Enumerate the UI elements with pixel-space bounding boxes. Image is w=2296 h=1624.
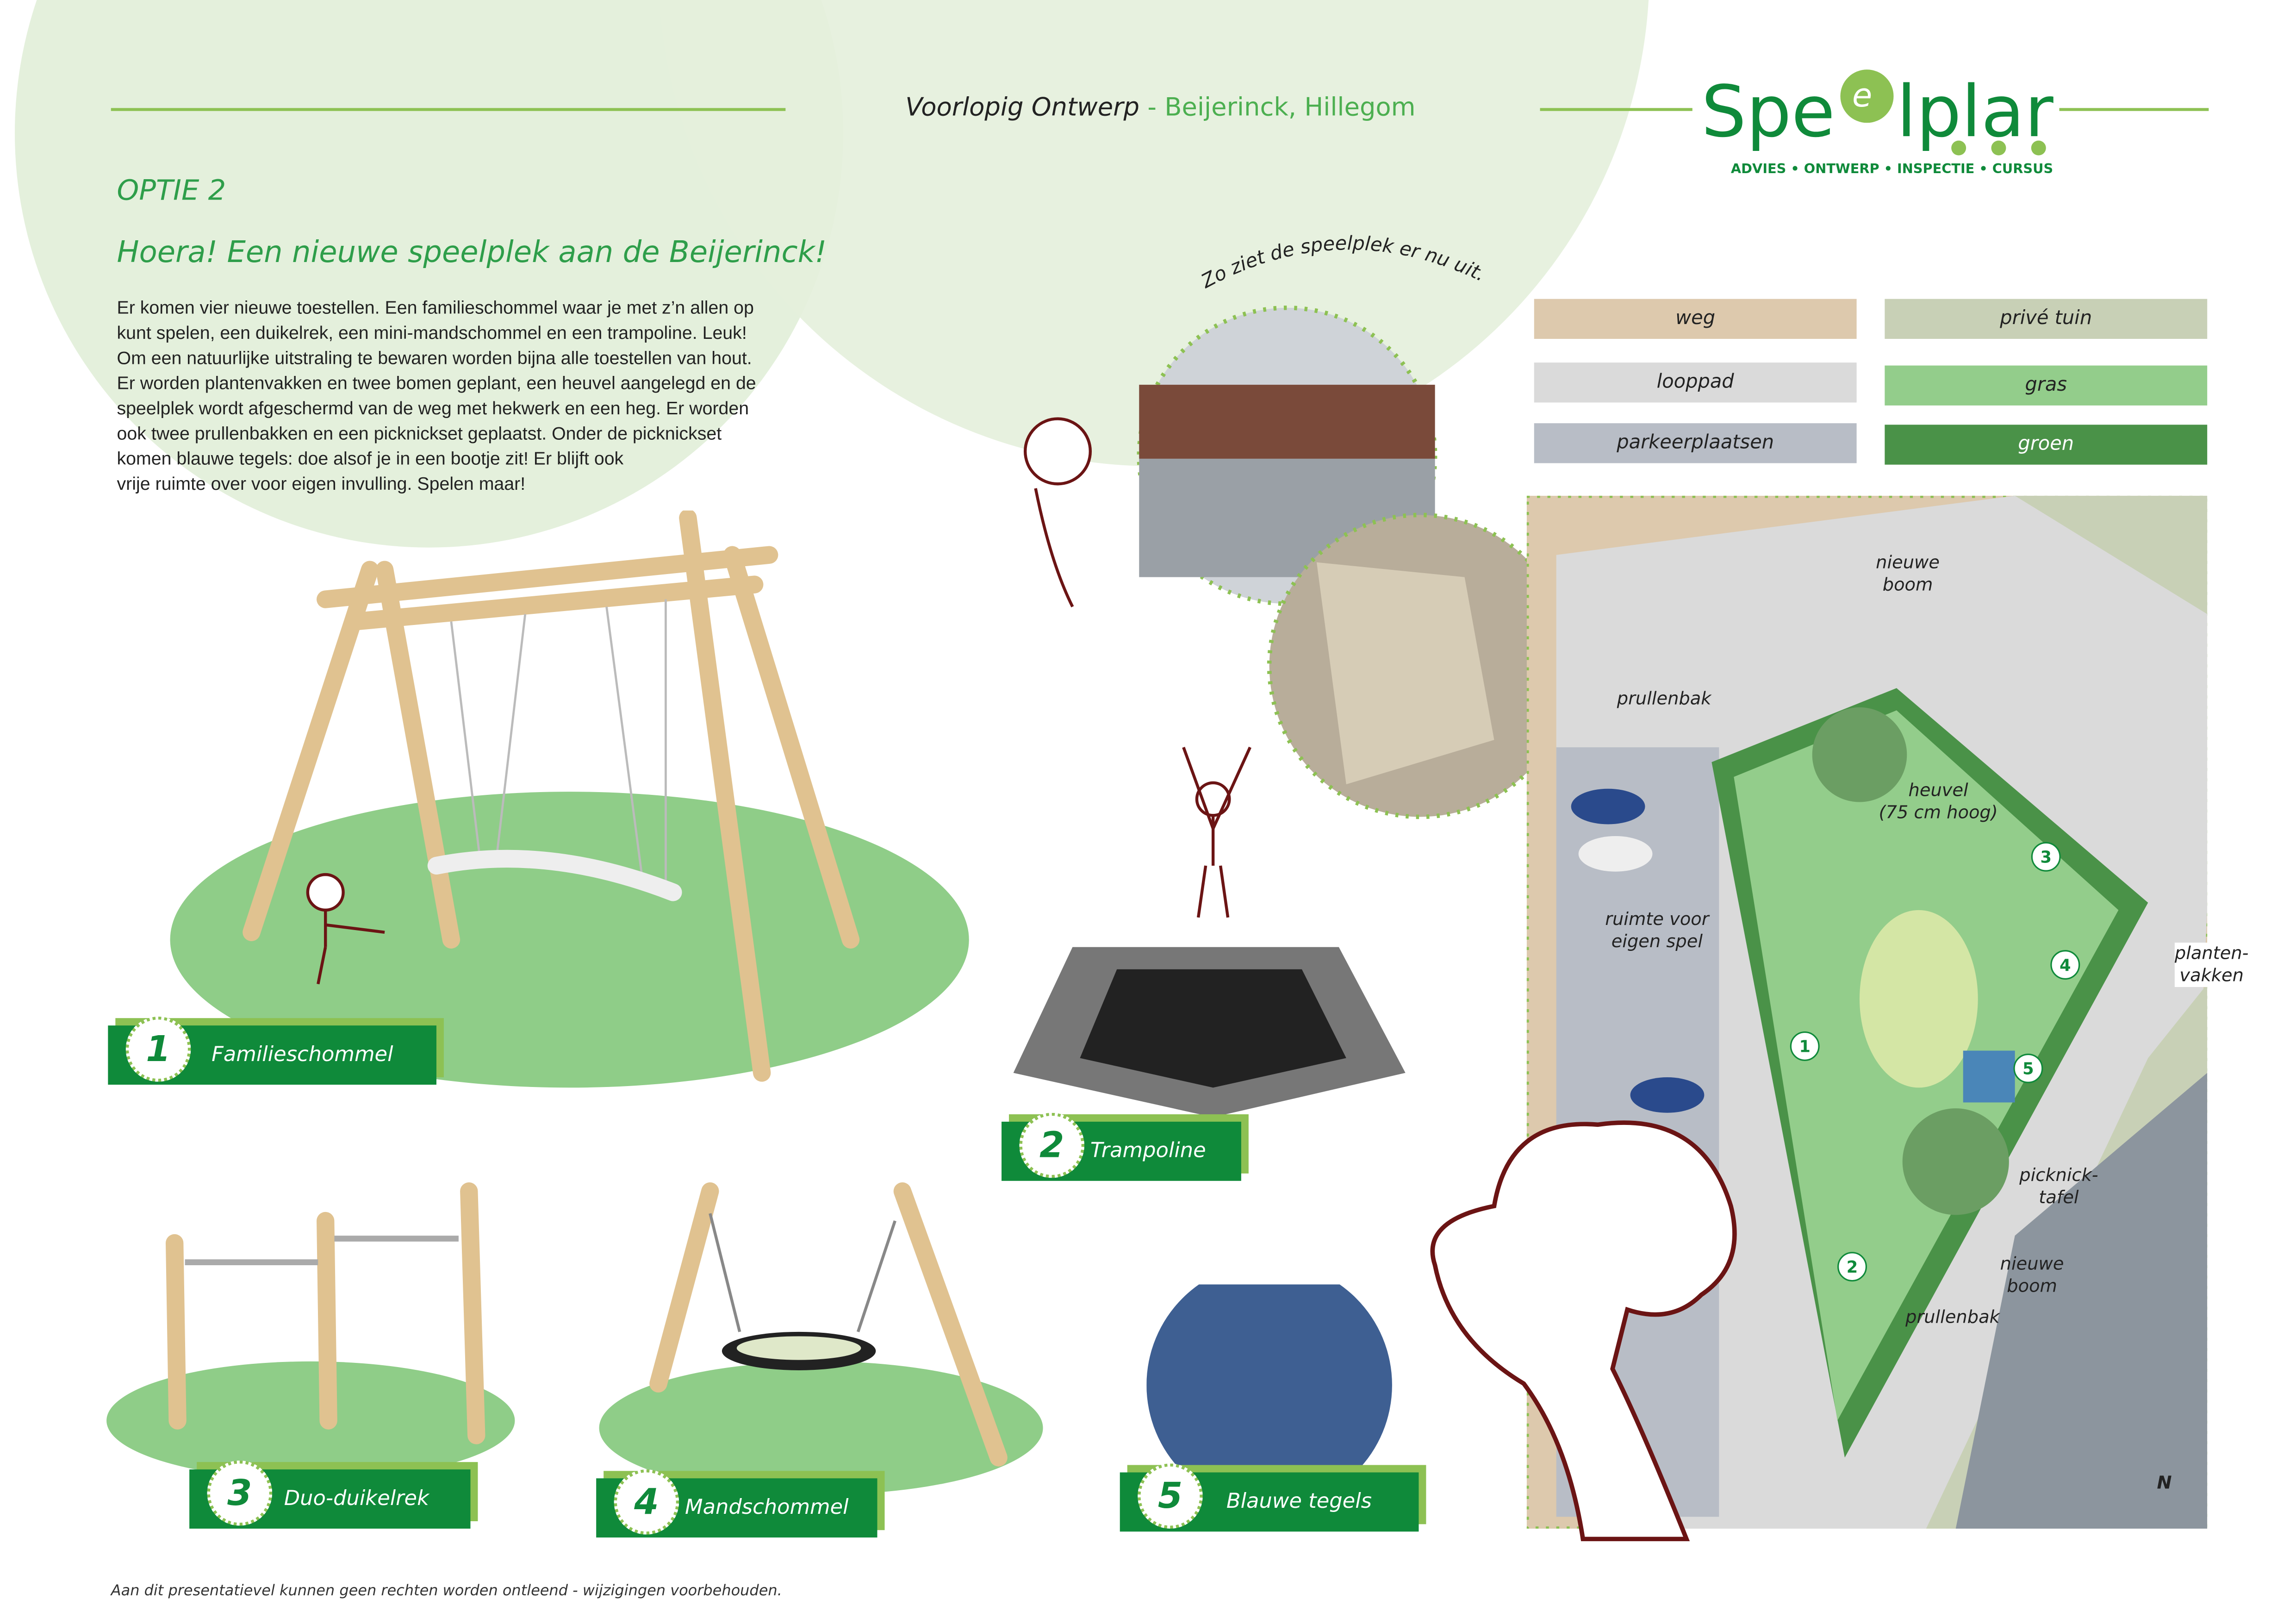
item-label: Familieschommel [212,1043,393,1067]
map-label-bin-bottom: prullenbak [1905,1306,2000,1328]
intro-line: ook twee prullenbakken en een picknickse… [117,423,722,444]
page-title: Voorlopig Ontwerp - Beijerinck, Hillegom [905,93,1415,123]
legend-label: groen [2018,433,2074,456]
svg-text:e: e [1852,76,1872,114]
map-marker-1: 1 [1790,1031,1820,1061]
title-separator: - [1139,93,1165,123]
item-number: 4 [614,1469,679,1535]
blue-tiles-swatch [1146,1284,1392,1507]
map-label-picnic-table: picknick- tafel [2019,1164,2098,1208]
map-label-free-space: ruimte voor eigen spel [1605,908,1709,952]
footer-disclaimer: Aan dit presentatievel kunnen geen recht… [111,1583,782,1600]
map-label-new-tree-top: nieuwe boom [1876,552,1940,595]
item-number: 1 [125,1016,191,1082]
legend-label: looppad [1656,371,1734,394]
legend-groen: groen [1885,425,2208,465]
duikelrek-illustration [106,1182,515,1480]
legend-looppad: looppad [1534,362,1857,403]
legend-prive-tuin: privé tuin [1885,299,2208,339]
svg-text:Spe: Spe [1701,71,1835,153]
map-marker-3: 3 [2031,842,2061,872]
title-bold: Voorlopig Ontwerp [905,93,1140,123]
map-marker-2: 2 [1837,1252,1867,1282]
item-label: Blauwe tegels [1226,1490,1372,1514]
item-badge-3: 3 Duo-duikelrek [189,1460,471,1529]
intro-line: Om een natuurlijke uitstraling te beware… [117,348,752,369]
mandschommel-illustration [599,1182,1043,1495]
legend-label: weg [1675,307,1716,330]
legend-parkeerplaatsen: parkeerplaatsen [1534,423,1857,463]
intro-line: speelplek wordt afgeschermd van de weg m… [117,398,749,419]
item-number: 2 [1019,1112,1085,1178]
item-label: Duo-duikelrek [284,1487,429,1511]
item-label: Mandschommel [684,1496,849,1520]
legend-label: parkeerplaatsen [1617,432,1774,455]
north-arrow: N [2157,1472,2172,1493]
item-badge-4: 4 Mandschommel [596,1469,877,1538]
header-rule-mid [1540,108,1692,111]
svg-text:lplan: lplan [1897,71,2053,153]
item-number: 3 [207,1460,273,1526]
tree-drawing [1430,1120,1737,1542]
intro-heading: Hoera! Een nieuwe speelplek aan de Beije… [117,234,827,269]
title-location: Beijerinck, Hillegom [1164,93,1416,123]
map-label-new-tree-bottom: nieuwe boom [2000,1253,2064,1297]
intro-line: Er komen vier nieuwe toestellen. Een fam… [117,297,754,319]
item-badge-2: 2 Trampoline [1002,1112,1241,1181]
intro-line: komen blauwe tegels: doe alsof je in een… [117,448,624,469]
intro-line: vrije ruimte over voor eigen invulling. … [117,473,526,494]
item-badge-1: 1 Familieschommel [108,1016,436,1085]
current-site-photos [1023,306,1574,819]
speelplan-logo: Spe e lplan ADVIES • ONTWERP • INSPECTIE… [1699,59,2070,185]
map-label-hill: heuvel (75 cm hoog) [1879,780,1998,823]
map-marker-4: 4 [2050,950,2080,980]
legend-weg: weg [1534,299,1857,339]
item-badge-5: 5 Blauwe tegels [1120,1463,1419,1532]
legend-label: privé tuin [2000,307,2092,330]
legend-label: gras [2025,374,2067,397]
map-marker-5: 5 [2013,1053,2043,1083]
legend-gras: gras [1885,365,2208,406]
map-label-plant-beds: planten- vakken [2174,943,2249,987]
photo-caption: Zo ziet de speelplek er nu uit. [1197,231,1489,293]
header-rule-left [111,108,786,111]
family-swing-illustration [170,510,969,1088]
header-rule-right [2059,108,2209,111]
intro-line: kunt spelen, een duikelrek, een mini-man… [117,322,747,344]
logo-tagline: ADVIES • ONTWERP • INSPECTIE • CURSUS [1730,162,2053,178]
intro-text: Er komen vier nieuwe toestellen. Een fam… [117,296,756,497]
item-label: Trampoline [1090,1139,1206,1163]
option-label: OPTIE 2 [117,175,226,207]
intro-line: Er worden plantenvakken en twee bomen ge… [117,373,756,394]
item-number: 5 [1138,1463,1203,1529]
map-label-bin-top: prullenbak [1617,688,1711,709]
trampoline-illustration [1013,746,1406,1118]
